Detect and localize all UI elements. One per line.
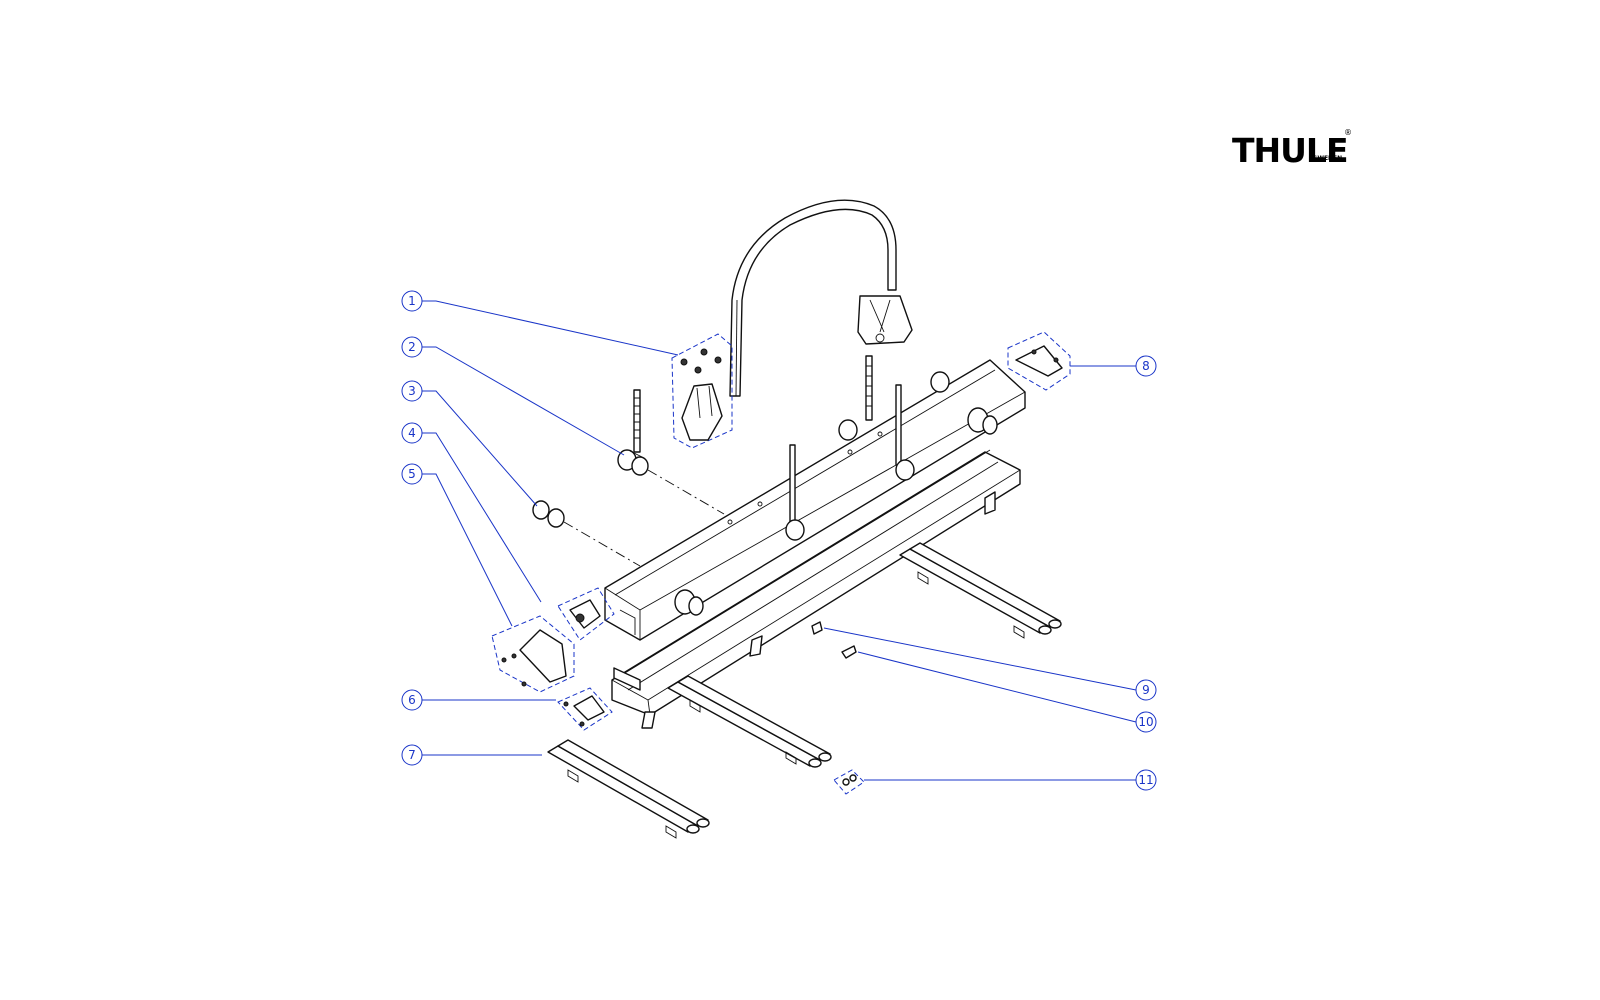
callout-8-label: 8 bbox=[1142, 359, 1150, 373]
arch-holder bbox=[729, 199, 913, 397]
callout-1-label: 1 bbox=[408, 294, 416, 308]
callout-8: 8 bbox=[1070, 355, 1157, 377]
part-group-1 bbox=[671, 333, 733, 449]
callout-6: 6 bbox=[401, 689, 556, 711]
callout-3: 3 bbox=[401, 380, 538, 507]
part-group-8 bbox=[1007, 331, 1071, 391]
part-9-clip bbox=[811, 621, 823, 635]
part-group-5 bbox=[491, 615, 575, 693]
logo-wordmark: THULE bbox=[1232, 131, 1348, 170]
callouts: 1 2 3 4 5 6 7 bbox=[401, 290, 1157, 791]
upper-rail bbox=[604, 359, 1026, 641]
callout-1: 1 bbox=[401, 290, 679, 356]
callout-9: 9 bbox=[823, 627, 1157, 701]
lower-rail bbox=[611, 449, 1021, 716]
part-group-6 bbox=[557, 687, 613, 731]
part-3-knob bbox=[532, 500, 565, 528]
callout-10: 10 bbox=[857, 651, 1157, 733]
wheel-tray-right bbox=[899, 542, 1062, 639]
logo-registered: ® bbox=[1344, 128, 1352, 137]
wheel-tray-loose bbox=[547, 739, 710, 839]
callout-5-label: 5 bbox=[408, 467, 416, 481]
callout-7-label: 7 bbox=[408, 748, 416, 762]
callout-4-label: 4 bbox=[408, 426, 416, 440]
part-group-11 bbox=[833, 769, 865, 795]
callout-11-label: 11 bbox=[1138, 773, 1153, 787]
logo-sub: SWEDEN bbox=[1313, 155, 1342, 162]
part-10-pin bbox=[841, 645, 857, 659]
rail-feet bbox=[641, 491, 996, 729]
thule-logo: THULE SWEDEN ® bbox=[1232, 128, 1352, 170]
callout-11: 11 bbox=[864, 769, 1157, 791]
callout-9-label: 9 bbox=[1142, 683, 1150, 697]
callout-6-label: 6 bbox=[408, 693, 416, 707]
callout-3-label: 3 bbox=[408, 384, 416, 398]
callout-7: 7 bbox=[401, 744, 542, 766]
callout-4: 4 bbox=[401, 422, 542, 603]
part-2-knob bbox=[617, 449, 649, 476]
callout-2: 2 bbox=[401, 336, 625, 456]
wheel-tray-middle bbox=[667, 675, 832, 768]
callout-10-label: 10 bbox=[1138, 715, 1153, 729]
callout-2-label: 2 bbox=[408, 340, 416, 354]
part-group-4 bbox=[557, 587, 615, 641]
rack-assembly bbox=[491, 199, 1071, 839]
rail-knobs bbox=[674, 371, 998, 616]
callout-5: 5 bbox=[401, 463, 513, 627]
assembly-lines bbox=[563, 469, 725, 567]
